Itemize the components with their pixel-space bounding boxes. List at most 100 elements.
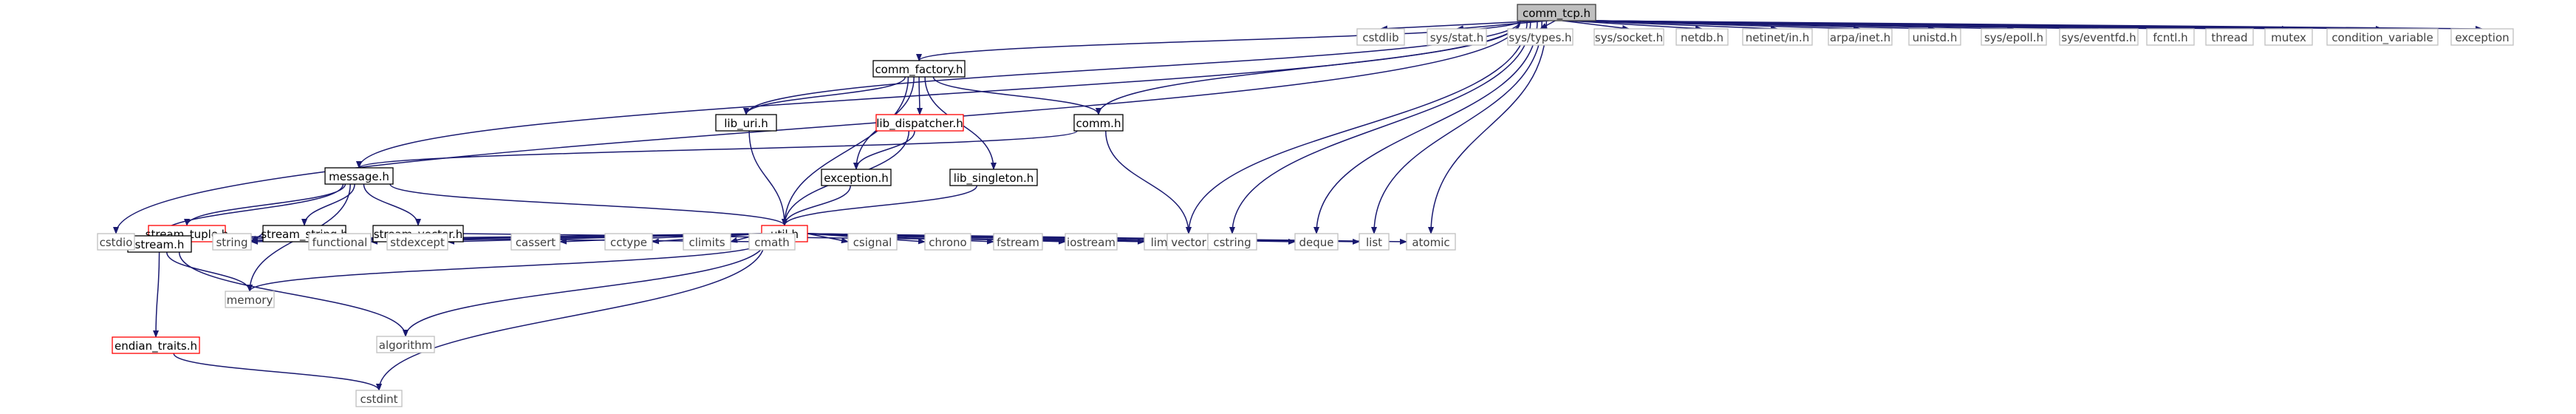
node-label-stream: stream.h: [135, 238, 185, 251]
node-cstdlib: cstdlib: [1356, 28, 1405, 46]
node-box-condition_variable: [2326, 28, 2439, 46]
node-box-exception_h: [821, 169, 892, 186]
node-box-lib_dispatcher: [875, 114, 964, 132]
node-list: list: [1359, 233, 1390, 251]
node-box-comm_tcp: [1517, 4, 1596, 21]
node-cstdio: cstdio: [97, 233, 135, 251]
edge-message-to-util: [389, 183, 788, 226]
node-box-climits: [683, 233, 731, 251]
node-box-functional: [308, 233, 372, 251]
edge-comm_tcp-to-vector: [1186, 20, 1528, 234]
node-label-string: string: [216, 236, 247, 249]
node-lib_uri[interactable]: lib_uri.h: [715, 114, 777, 132]
node-label-cctype: cctype: [610, 236, 647, 249]
node-cmath: cmath: [748, 233, 796, 251]
node-comm_tcp[interactable]: comm_tcp.h: [1517, 4, 1596, 21]
edge-message-to-stream_string: [301, 183, 355, 226]
node-climits: climits: [683, 233, 731, 251]
node-label-comm: comm.h: [1076, 117, 1121, 130]
node-label-csignal: csignal: [853, 236, 892, 249]
node-box-list: [1359, 233, 1390, 251]
node-label-unistd: unistd.h: [1913, 31, 1958, 44]
node-fcntl: fcntl.h: [2146, 28, 2195, 46]
node-lib_dispatcher[interactable]: lib_dispatcher.h: [875, 114, 964, 132]
node-label-comm_factory: comm_factory.h: [875, 63, 963, 77]
node-condition_variable: condition_variable: [2326, 28, 2439, 46]
node-box-comm_factory: [872, 60, 966, 78]
node-sys_epoll: sys/epoll.h: [1981, 28, 2047, 46]
edge-util-to-cstdint: [376, 241, 765, 391]
edge-util-to-memory: [247, 241, 765, 292]
node-label-message: message.h: [329, 170, 389, 183]
edge-util-to-algorithm: [403, 241, 765, 337]
node-label-functional: functional: [312, 236, 368, 249]
node-box-exception: [2450, 28, 2514, 46]
edge-endian_traits-to-cstdint: [173, 353, 382, 391]
edge-comm_tcp-to-cstdlib: [1380, 20, 1542, 32]
node-cassert: cassert: [510, 233, 561, 251]
edge-comm_tcp-to-message: [356, 20, 1521, 169]
node-label-cstring: cstring: [1213, 236, 1251, 249]
edge-comm-to-message: [356, 130, 1078, 169]
node-box-message: [324, 167, 394, 185]
node-message[interactable]: message.h: [324, 167, 394, 185]
node-label-cstdlib: cstdlib: [1362, 31, 1398, 44]
node-mutex: mutex: [2264, 28, 2313, 46]
node-stdexcept: stdexcept: [386, 233, 448, 251]
node-stream[interactable]: stream.h: [127, 235, 192, 253]
node-label-vector: vector: [1171, 236, 1206, 249]
node-box-unistd: [1908, 28, 1961, 46]
edge-comm_factory-to-lib_uri: [743, 76, 906, 115]
node-box-sys_stat: [1427, 28, 1487, 46]
node-endian_traits[interactable]: endian_traits.h: [112, 336, 200, 354]
node-exception_h[interactable]: exception.h: [821, 169, 892, 186]
node-label-netinet_in: netinet/in.h: [1746, 31, 1809, 44]
node-atomic: atomic: [1406, 233, 1456, 251]
node-label-netdb: netdb.h: [1681, 31, 1723, 44]
node-box-cstring: [1207, 233, 1257, 251]
node-box-iostream: [1065, 233, 1118, 251]
node-cctype: cctype: [604, 233, 653, 251]
node-label-lib_uri: lib_uri.h: [724, 117, 768, 131]
node-label-lib_singleton: lib_singleton.h: [954, 172, 1034, 186]
node-comm_factory[interactable]: comm_factory.h: [872, 60, 966, 78]
node-deque: deque: [1294, 233, 1339, 251]
edge-stream-to-memory: [166, 251, 253, 292]
node-sys_types: sys/types.h: [1507, 28, 1574, 46]
node-label-condition_variable: condition_variable: [2331, 31, 2433, 45]
edge-comm_tcp-to-deque: [1313, 20, 1538, 234]
node-box-sys_types: [1507, 28, 1574, 46]
edge-comm_tcp-to-comm_factory: [916, 20, 1521, 61]
node-box-string: [212, 233, 252, 251]
node-label-list: list: [1366, 236, 1382, 249]
node-label-sys_epoll: sys/epoll.h: [1984, 31, 2043, 44]
edge-comm_tcp-to-netinet_in: [1574, 20, 1778, 32]
node-label-cstdint: cstdint: [360, 393, 397, 406]
node-box-mutex: [2264, 28, 2313, 46]
node-thread: thread: [2205, 28, 2254, 46]
node-box-stdexcept: [386, 233, 448, 251]
node-lib_singleton[interactable]: lib_singleton.h: [949, 169, 1038, 186]
edges-layer: [113, 20, 2483, 391]
node-box-lib_uri: [715, 114, 777, 132]
node-netdb: netdb.h: [1675, 28, 1729, 46]
node-comm[interactable]: comm.h: [1073, 114, 1124, 132]
node-cstring: cstring: [1207, 233, 1257, 251]
node-fstream: fstream: [993, 233, 1043, 251]
node-sys_socket: sys/socket.h: [1593, 28, 1664, 46]
node-box-fcntl: [2146, 28, 2195, 46]
edge-comm_tcp-to-netdb: [1568, 20, 1703, 32]
node-sys_stat: sys/stat.h: [1427, 28, 1487, 46]
nodes-layer: comm_tcp.h comm_factory.h lib_uri.h lib_dis…: [97, 4, 2514, 407]
node-box-cstdio: [97, 233, 135, 251]
edge-comm_tcp-to-sys_types: [1540, 20, 1556, 30]
node-box-comm: [1073, 114, 1124, 132]
node-box-chrono: [924, 233, 971, 251]
node-box-deque: [1294, 233, 1339, 251]
node-exception: exception: [2450, 28, 2514, 46]
edge-stream_vector-to-vector: [462, 233, 1168, 245]
edge-comm_tcp-to-list: [1371, 20, 1542, 234]
node-string: string: [212, 233, 252, 251]
node-label-climits: climits: [689, 236, 725, 249]
edge-message-to-stream_vector: [363, 183, 421, 226]
